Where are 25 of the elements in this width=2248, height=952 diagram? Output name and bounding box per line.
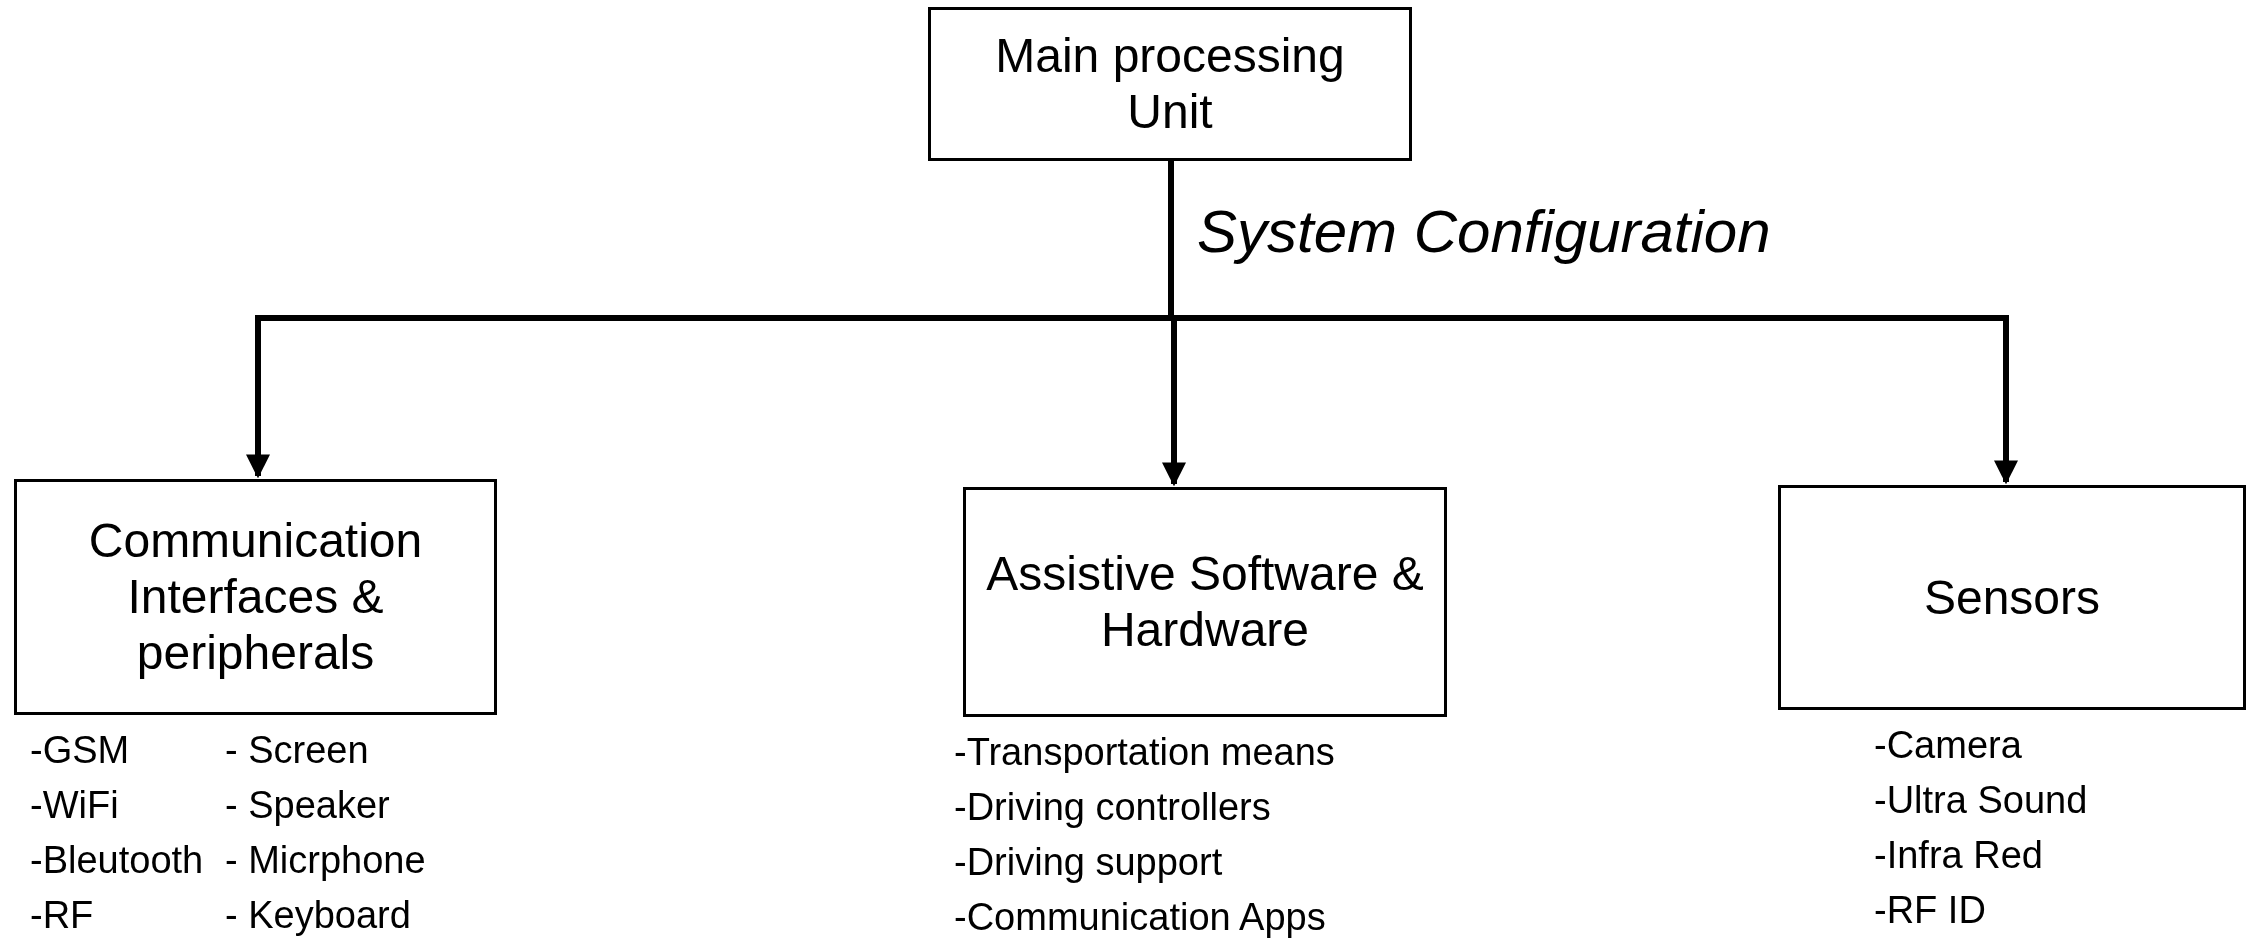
list-item: -WiFi bbox=[30, 783, 120, 828]
box-title: Main processing Unit bbox=[994, 28, 1346, 140]
list-item: - Micrphone bbox=[225, 838, 426, 883]
list-item: -Driving support bbox=[954, 840, 1224, 885]
box-title: Communication Interfaces & peripherals bbox=[87, 513, 424, 681]
list-item: -Ultra Sound bbox=[1874, 778, 2088, 823]
list-item: -GSM bbox=[30, 728, 131, 773]
list-item: -Camera bbox=[1874, 723, 2023, 768]
list-item: - Keyboard bbox=[225, 893, 412, 938]
list-item: -Transportation means bbox=[954, 730, 1335, 775]
list-item: -Bleutooth bbox=[30, 838, 205, 883]
list-item: -Communication Apps bbox=[954, 895, 1327, 940]
box-title: Sensors bbox=[1923, 569, 2101, 626]
list-item: -Infra Red bbox=[1874, 833, 2044, 878]
box-title: Assistive Software & Hardware bbox=[985, 546, 1425, 658]
list-item: -RF bbox=[30, 893, 95, 938]
list-item: -Driving controllers bbox=[954, 785, 1272, 830]
process-box bbox=[14, 479, 497, 715]
process-box bbox=[1778, 485, 2246, 710]
list-item: - Speaker bbox=[225, 783, 391, 828]
edge-label: System Configuration bbox=[1197, 197, 1771, 267]
process-box bbox=[963, 487, 1447, 717]
process-box bbox=[928, 7, 1412, 161]
list-item: -RF ID bbox=[1874, 888, 1987, 933]
list-item: - Screen bbox=[225, 728, 370, 773]
